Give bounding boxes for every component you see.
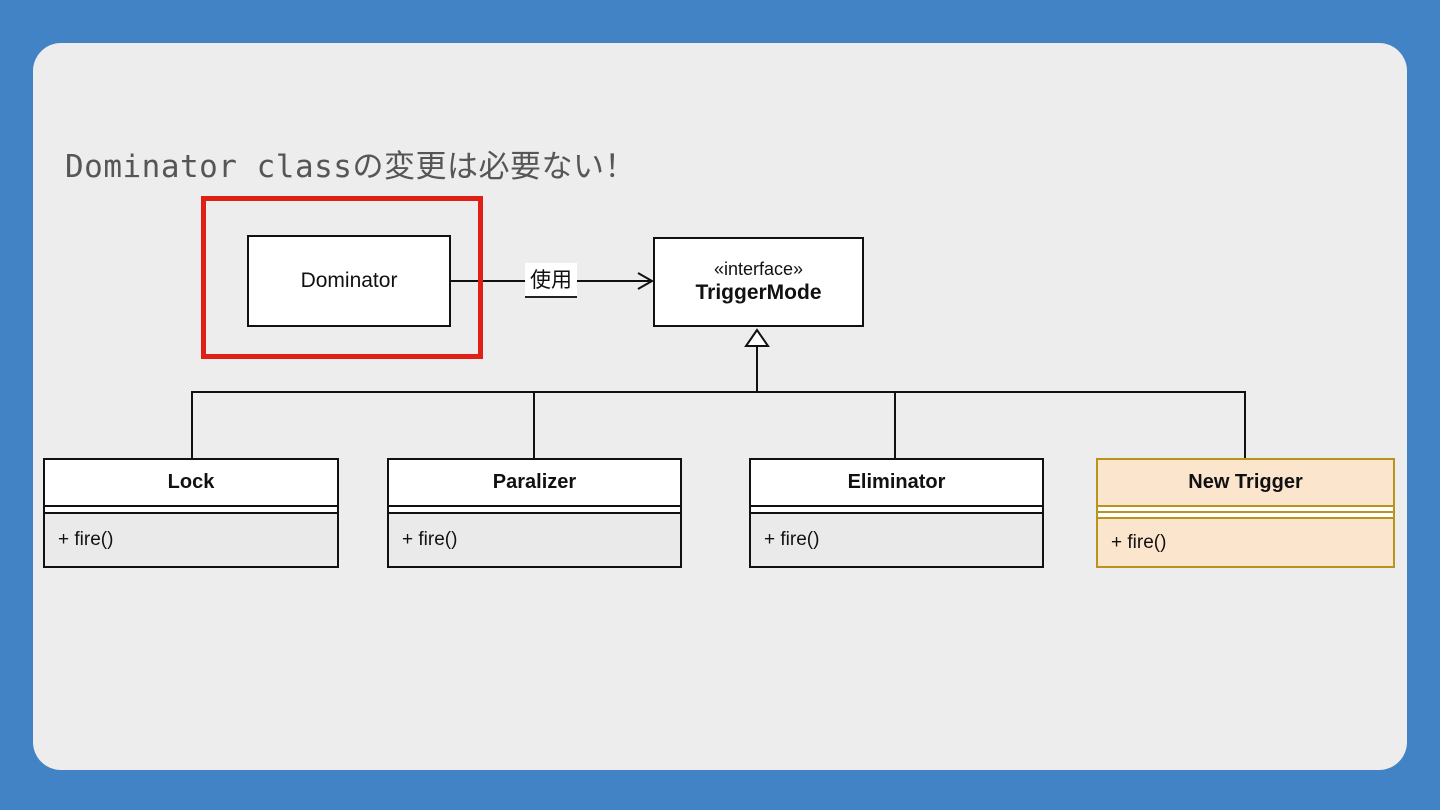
class-paralizer-attributes-compartment: [389, 505, 680, 514]
class-dominator: Dominator: [247, 235, 451, 327]
interface-triggermode: «interface» TriggerMode: [653, 237, 864, 327]
class-paralizer-name: Paralizer: [389, 460, 680, 505]
class-new-trigger-name: New Trigger: [1098, 460, 1393, 505]
class-lock: Lock + fire(): [43, 458, 339, 568]
class-eliminator-method: + fire(): [751, 514, 1042, 566]
class-eliminator-name: Eliminator: [751, 460, 1042, 505]
class-lock-name: Lock: [45, 460, 337, 505]
class-paralizer-method: + fire(): [389, 514, 680, 566]
class-new-trigger-extra-compartment: [1098, 513, 1393, 519]
class-dominator-name: Dominator: [300, 269, 398, 292]
class-eliminator: Eliminator + fire(): [749, 458, 1044, 568]
interface-name: TriggerMode: [695, 281, 822, 305]
interface-stereotype: «interface»: [713, 258, 804, 279]
use-arrowhead-icon: [637, 272, 655, 290]
use-label: 使用: [525, 263, 577, 298]
class-eliminator-attributes-compartment: [751, 505, 1042, 514]
inheritance-triangle-icon: [744, 328, 770, 347]
class-lock-attributes-compartment: [45, 505, 337, 514]
slide: Dominator classの変更は必要ない！ Dominator 使用 «i…: [33, 43, 1407, 770]
highlight-rectangle: [201, 196, 483, 359]
class-new-trigger: New Trigger + fire(): [1096, 458, 1395, 568]
slide-title: Dominator classの変更は必要ない！: [65, 149, 636, 185]
uml-connectors: [191, 272, 1246, 458]
class-new-trigger-attributes-compartment: [1098, 505, 1393, 513]
class-new-trigger-method: + fire(): [1098, 519, 1393, 566]
class-lock-method: + fire(): [45, 514, 337, 566]
class-paralizer: Paralizer + fire(): [387, 458, 682, 568]
